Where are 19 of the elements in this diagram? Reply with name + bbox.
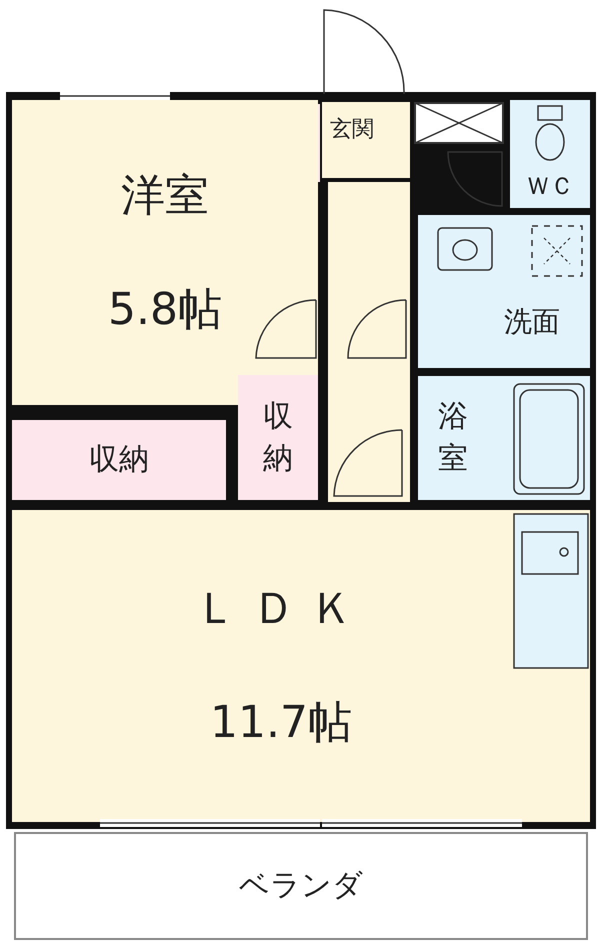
room-name: 玄関: [330, 119, 374, 141]
room: [418, 376, 590, 500]
room-size: 5.8帖: [108, 288, 222, 332]
room-size: 11.7帖: [210, 701, 352, 745]
room-name: 浴室: [438, 398, 468, 478]
room-name: 収納: [263, 398, 293, 478]
room-name: ベランダ: [239, 871, 363, 901]
room: [418, 215, 590, 368]
room: [322, 102, 410, 178]
balcony: [14, 832, 588, 940]
room-name: 洗面: [504, 308, 560, 336]
room: [238, 375, 318, 500]
room-name: ＷＣ: [526, 174, 574, 198]
room-name: ＬＤＫ: [194, 587, 368, 631]
room-name: 収納: [89, 445, 149, 475]
room-name: 洋室: [121, 174, 209, 218]
room: [510, 100, 590, 208]
room: [12, 510, 590, 822]
room: [12, 420, 226, 500]
